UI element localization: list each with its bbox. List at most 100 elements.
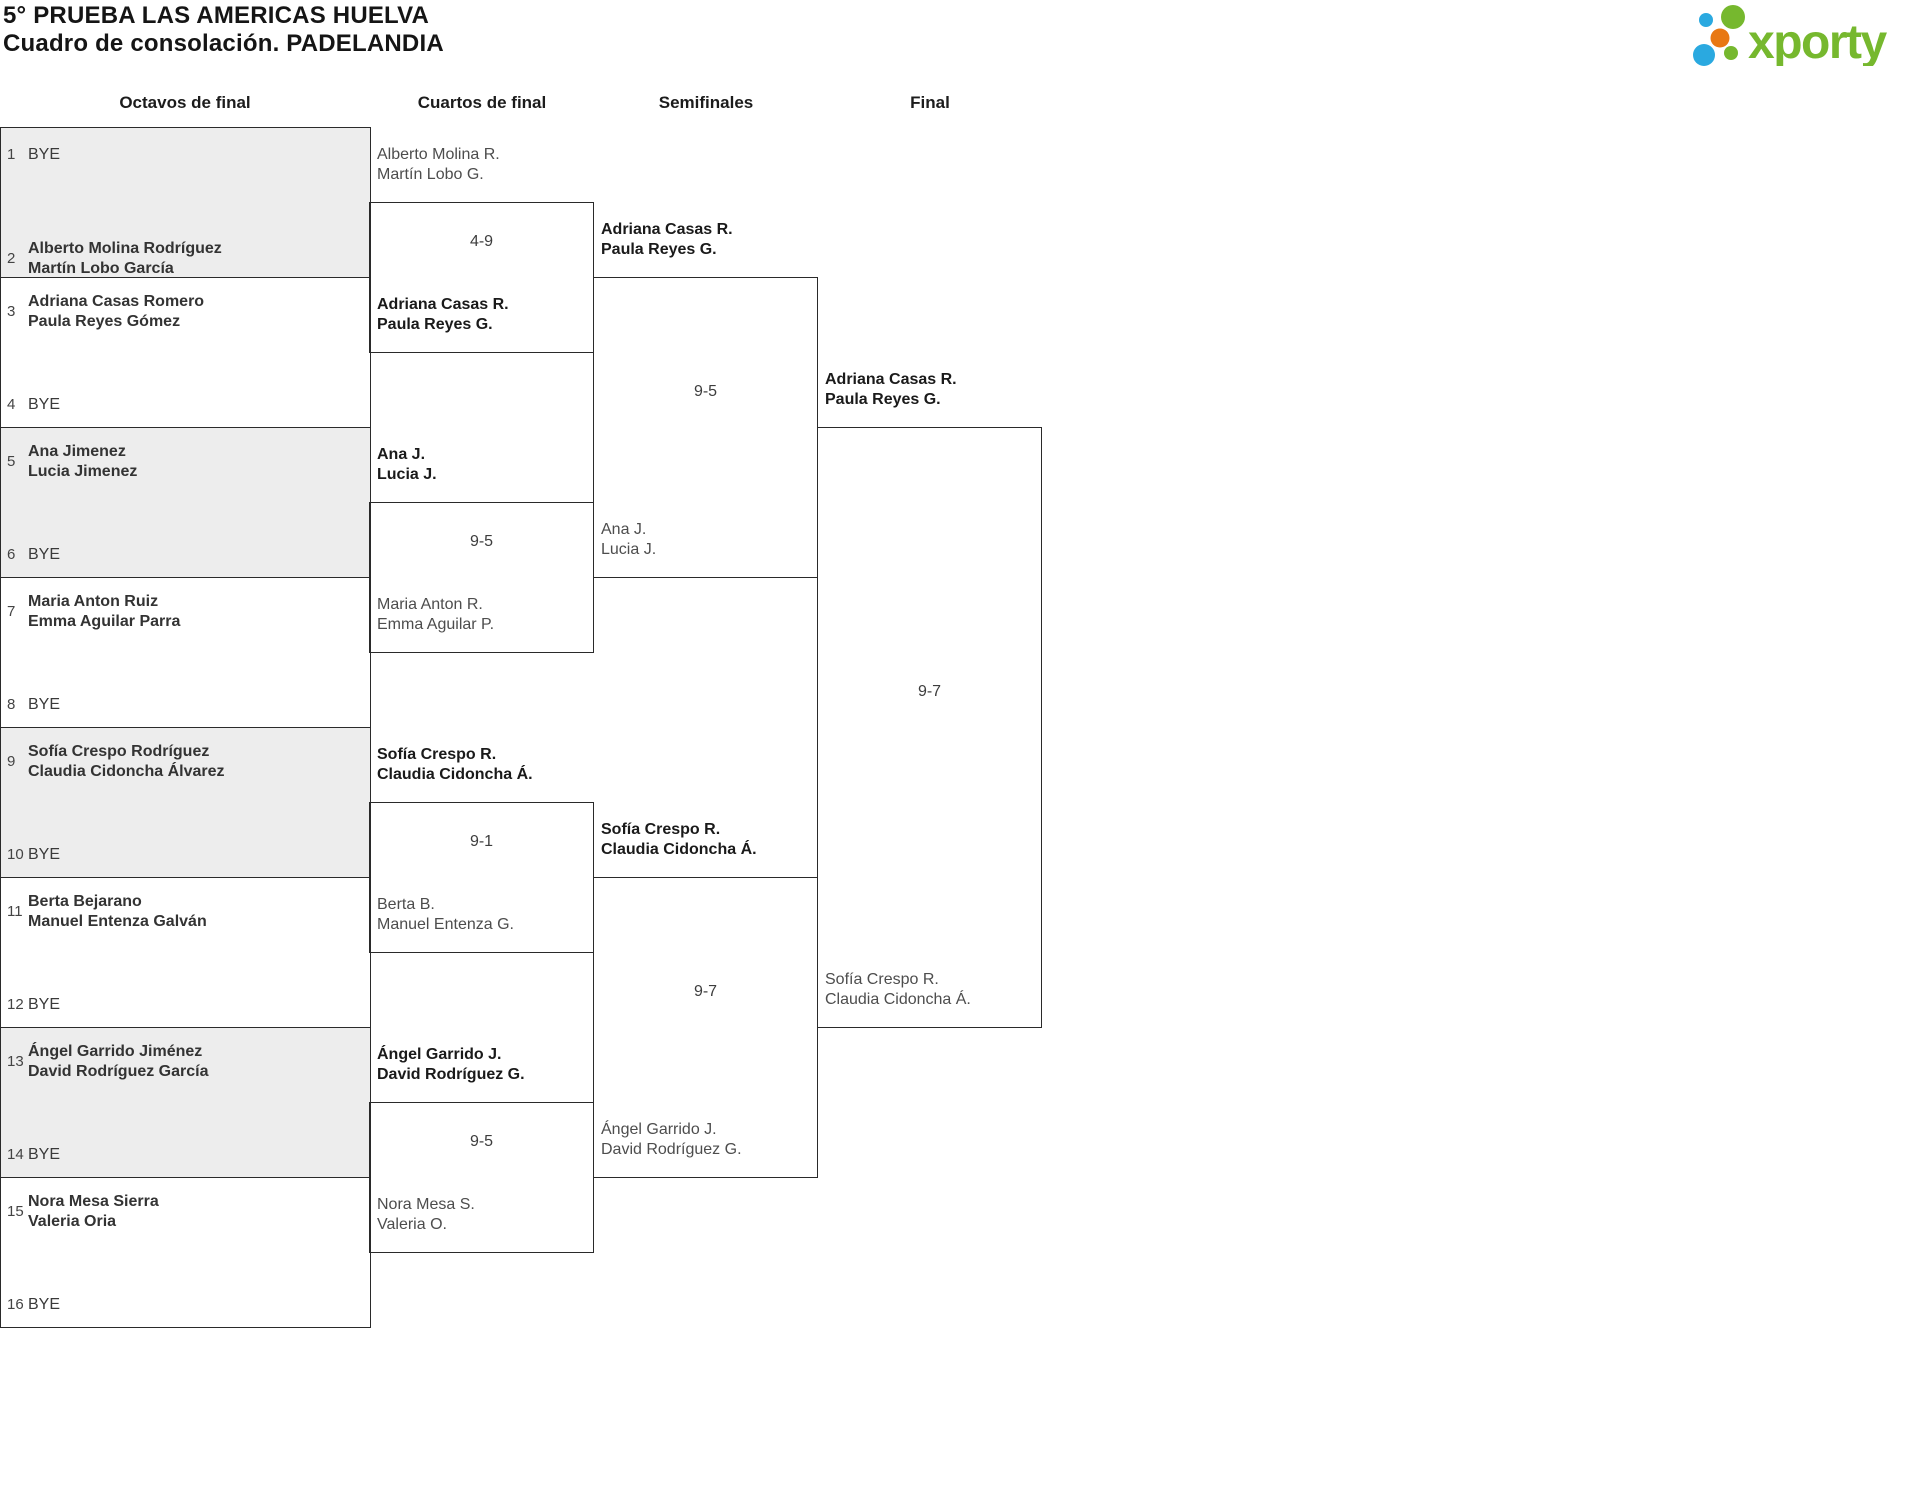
team-names: BYE (28, 995, 60, 1015)
team-name-line: Ana J. (377, 446, 426, 463)
team-name-line: Ángel Garrido J. (601, 1121, 717, 1138)
seed-number: 4 (7, 396, 16, 413)
team-name-line: Martín Lobo García (28, 260, 174, 277)
seed-number: 14 (7, 1146, 24, 1163)
team-name-line: Ana Jimenez (28, 443, 126, 460)
team-name-line: Adriana Casas R. (825, 371, 957, 388)
team-label: Ana J.Lucia J. (377, 445, 437, 485)
team-name-line: Lucia J. (601, 541, 657, 558)
team-name-line: Sofía Crespo Rodríguez (28, 743, 210, 760)
team-name-line: Adriana Casas R. (601, 221, 733, 238)
seed-number: 1 (7, 146, 16, 163)
team-name-line: Adriana Casas Romero (28, 293, 205, 310)
team-name-line: Paula Reyes Gómez (28, 313, 181, 330)
tournament-title-line2: Cuadro de consolación. PADELANDIA (3, 30, 444, 57)
team-label: Nora Mesa S. Valeria O. (377, 1195, 475, 1235)
round-header-cuartos: Cuartos de final (417, 93, 547, 112)
seed-number: 16 (7, 1296, 24, 1313)
logo-dot-orange (1710, 28, 1730, 48)
round-header-final: Final (910, 93, 950, 112)
match-score: 9-5 (693, 383, 718, 400)
match-score: 9-7 (917, 683, 942, 700)
team-name-line: Manuel Entenza Galván (28, 913, 207, 930)
xporty-logo: xporty (1693, 5, 1889, 66)
team-label: Berta B.Manuel Entenza G. (377, 895, 514, 935)
bye-label: BYE (28, 696, 61, 713)
bye-label: BYE (28, 996, 61, 1013)
seed-number: 9 (7, 753, 16, 770)
tournament-title: 5° PRUEBA LAS AMERICAS HUELVA Cuadro de … (3, 2, 444, 58)
seed-number: 6 (7, 546, 16, 563)
team-name-line: Sofía Crespo R. (377, 746, 497, 763)
team-name-line: Claudia Cidoncha Á. (601, 841, 757, 858)
team-name-line: Adriana Casas R. (377, 296, 509, 313)
team-name-line: Lucia Jimenez (28, 463, 138, 480)
team-label: Adriana Casas R. Paula Reyes G. (825, 370, 957, 410)
bracket-seed-entry: 6 BYE (7, 545, 60, 565)
team-name-line: Valeria O. (377, 1216, 447, 1233)
team-name-line: Paula Reyes G. (825, 391, 941, 408)
match-score: 4-9 (469, 233, 494, 250)
team-name-line: Sofía Crespo R. (825, 971, 939, 988)
team-names: BYE (28, 145, 60, 165)
seed-number: 13 (7, 1053, 24, 1070)
team-names: BYE (28, 545, 60, 565)
team-name-line: Martín Lobo G. (377, 166, 484, 183)
seed-number: 3 (7, 303, 16, 320)
bye-label: BYE (28, 146, 61, 163)
team-name-line: Emma Aguilar Parra (28, 613, 181, 630)
logo-dot-blue-small (1699, 13, 1713, 27)
team-label: Ángel Garrido J.David Rodríguez G. (377, 1045, 525, 1085)
seed-number: 15 (7, 1203, 24, 1220)
team-name-line: Berta Bejarano (28, 893, 142, 910)
team-label: Adriana Casas R.Paula Reyes G. (601, 220, 733, 260)
team-name-line: David Rodríguez G. (377, 1066, 525, 1083)
team-name-line: Alberto Molina R. (377, 146, 500, 163)
team-label: Maria Anton R. Emma Aguilar P. (377, 595, 494, 635)
seed-number: 5 (7, 453, 16, 470)
logo-wordmark: xporty (1748, 16, 1888, 66)
team-label: Alberto Molina R. Martín Lobo G. (377, 145, 500, 185)
logo-dot-green-small (1724, 46, 1738, 60)
team-name-line: Claudia Cidoncha Á. (377, 766, 533, 783)
logo-dot-blue-large (1693, 44, 1715, 66)
team-name-line: Maria Anton Ruiz (28, 593, 159, 610)
team-label: Sofía Crespo R.Claudia Cidoncha Á. (825, 970, 971, 1010)
team-label: Ángel Garrido J. David Rodríguez G. (601, 1120, 742, 1160)
seed-number: 8 (7, 696, 16, 713)
team-label: Sofía Crespo R. Claudia Cidoncha Á. (377, 745, 533, 785)
bye-label: BYE (28, 1146, 61, 1163)
round-header-semifinales: Semifinales (658, 93, 754, 112)
bracket-seed-entry: 8 BYE (7, 695, 60, 715)
bye-label: BYE (28, 846, 61, 863)
seed-number: 12 (7, 996, 24, 1013)
team-name-line: David Rodríguez G. (601, 1141, 742, 1158)
team-names: BYE (28, 1295, 60, 1315)
team-label: Adriana Casas R.Paula Reyes G. (377, 295, 509, 335)
team-name-line: Emma Aguilar P. (377, 616, 495, 633)
match-score: 9-7 (693, 983, 718, 1000)
seed-number: 7 (7, 603, 16, 620)
match-score: 9-1 (469, 833, 494, 850)
team-name-line: Nora Mesa S. (377, 1196, 475, 1213)
team-name-line: Maria Anton R. (377, 596, 483, 613)
team-name-line: Alberto Molina Rodríguez (28, 240, 222, 257)
team-name-line: Nora Mesa Sierra (28, 1193, 159, 1210)
